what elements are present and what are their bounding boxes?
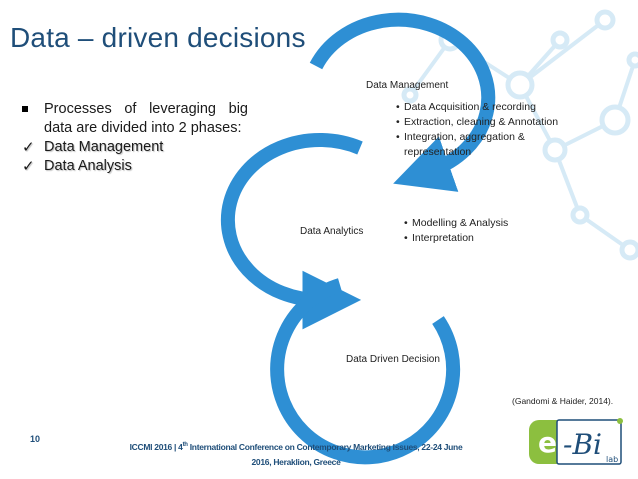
cycle-arrow-analytics (220, 133, 363, 330)
citation: (Gandomi & Haider, 2014). (512, 396, 614, 406)
stage-label-decision: Data Driven Decision (346, 354, 440, 365)
cycle-ring-decision (270, 278, 461, 465)
check-item-management: ✓ Data Management (22, 139, 164, 156)
bullet-main: Processes of leveraging big data are div… (22, 100, 248, 138)
list-item: •Integration, aggregation & representati… (396, 131, 525, 158)
check-item-analysis: ✓ Data Analysis (22, 158, 132, 175)
stage-items-analytics: •Modelling & Analysis •Interpretation (404, 216, 554, 246)
stage-label-analytics: Data Analytics (300, 226, 364, 237)
list-item: •Extraction, cleaning & Annotation (396, 116, 559, 128)
checkmark-icon: ✓ (22, 158, 35, 175)
svg-text:lab: lab (606, 455, 618, 464)
svg-text:-Bi: -Bi (563, 428, 602, 461)
footer: ICCMI 2016 | 4th International Conferenc… (129, 441, 463, 467)
ebi-lab-logo: e -Bi lab (529, 416, 625, 468)
slide-title: Data – driven decisions (10, 22, 306, 53)
page-number: 10 (30, 434, 41, 444)
svg-text:e: e (538, 426, 557, 459)
list-item: •Interpretation (404, 232, 474, 244)
cycle-arrow-management (309, 12, 496, 192)
list-item: •Modelling & Analysis (404, 217, 509, 229)
checkmark-icon: ✓ (22, 139, 35, 156)
list-item: •Data Acquisition & recording (396, 101, 536, 113)
stage-label-management: Data Management (366, 80, 449, 91)
stage-items-management: •Data Acquisition & recording •Extractio… (396, 100, 586, 160)
square-bullet-icon (22, 106, 28, 112)
bullet-list: Processes of leveraging big data are div… (22, 100, 248, 176)
